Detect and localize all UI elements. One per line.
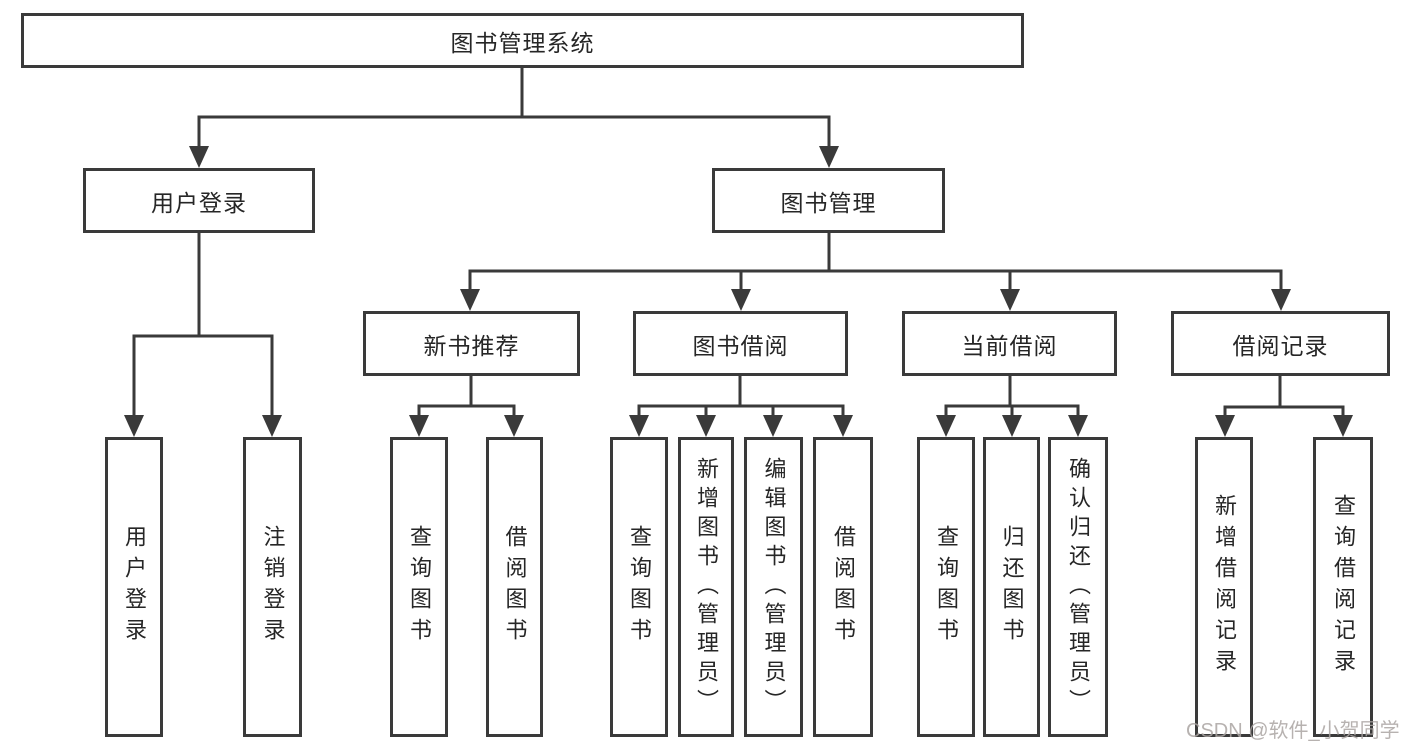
- node-user-login: 用户登录: [83, 168, 315, 233]
- leaf-return-book: 归还图书: [983, 437, 1040, 737]
- leaf-logout: 注销登录: [243, 437, 302, 737]
- leaf-query-book-2: 查询图书: [610, 437, 668, 737]
- node-label: 用户登录: [151, 189, 247, 216]
- node-label: 图书借阅: [692, 332, 789, 359]
- node-label: 借阅图书: [502, 525, 528, 649]
- node-label: 确认归还（管理员）: [1066, 456, 1091, 718]
- node-label: 借阅记录: [1232, 332, 1329, 359]
- node-label: 查询借阅记录: [1331, 494, 1356, 680]
- node-borrow-records: 借阅记录: [1171, 311, 1390, 376]
- leaf-borrow-book-2: 借阅图书: [813, 437, 873, 737]
- node-label: 图书管理系统: [450, 29, 595, 56]
- leaf-confirm-return-admin: 确认归还（管理员）: [1048, 437, 1108, 737]
- leaf-query-borrow-record: 查询借阅记录: [1313, 437, 1373, 737]
- node-label: 查询图书: [934, 525, 959, 649]
- node-label: 图书管理: [780, 189, 877, 216]
- leaf-add-borrow-record: 新增借阅记录: [1195, 437, 1253, 737]
- node-label: 借阅图书: [831, 525, 856, 649]
- leaf-query-book-1: 查询图书: [390, 437, 448, 737]
- node-label: 编辑图书（管理员）: [761, 456, 787, 718]
- leaf-user-login: 用户登录: [105, 437, 163, 737]
- node-label: 新书推荐: [423, 332, 520, 359]
- node-label: 查询图书: [407, 525, 432, 649]
- node-book-management: 图书管理: [712, 168, 945, 233]
- node-label: 当前借阅: [961, 332, 1058, 359]
- node-label: 归还图书: [999, 525, 1025, 649]
- leaf-edit-book-admin: 编辑图书（管理员）: [744, 437, 803, 737]
- node-library-management-system: 图书管理系统: [21, 13, 1024, 68]
- node-label: 查询图书: [627, 525, 652, 649]
- leaf-borrow-book-1: 借阅图书: [486, 437, 543, 737]
- node-book-borrow: 图书借阅: [633, 311, 848, 376]
- node-label: 用户登录: [122, 525, 147, 649]
- node-new-book-recommend: 新书推荐: [363, 311, 580, 376]
- node-current-borrow: 当前借阅: [902, 311, 1117, 376]
- node-label: 注销登录: [260, 525, 286, 649]
- node-label: 新增图书（管理员）: [694, 456, 719, 718]
- leaf-add-book-admin: 新增图书（管理员）: [678, 437, 734, 737]
- watermark: CSDN @软件_小贺同学: [1186, 720, 1400, 742]
- leaf-query-book-3: 查询图书: [917, 437, 975, 737]
- node-label: 新增借阅记录: [1212, 494, 1237, 680]
